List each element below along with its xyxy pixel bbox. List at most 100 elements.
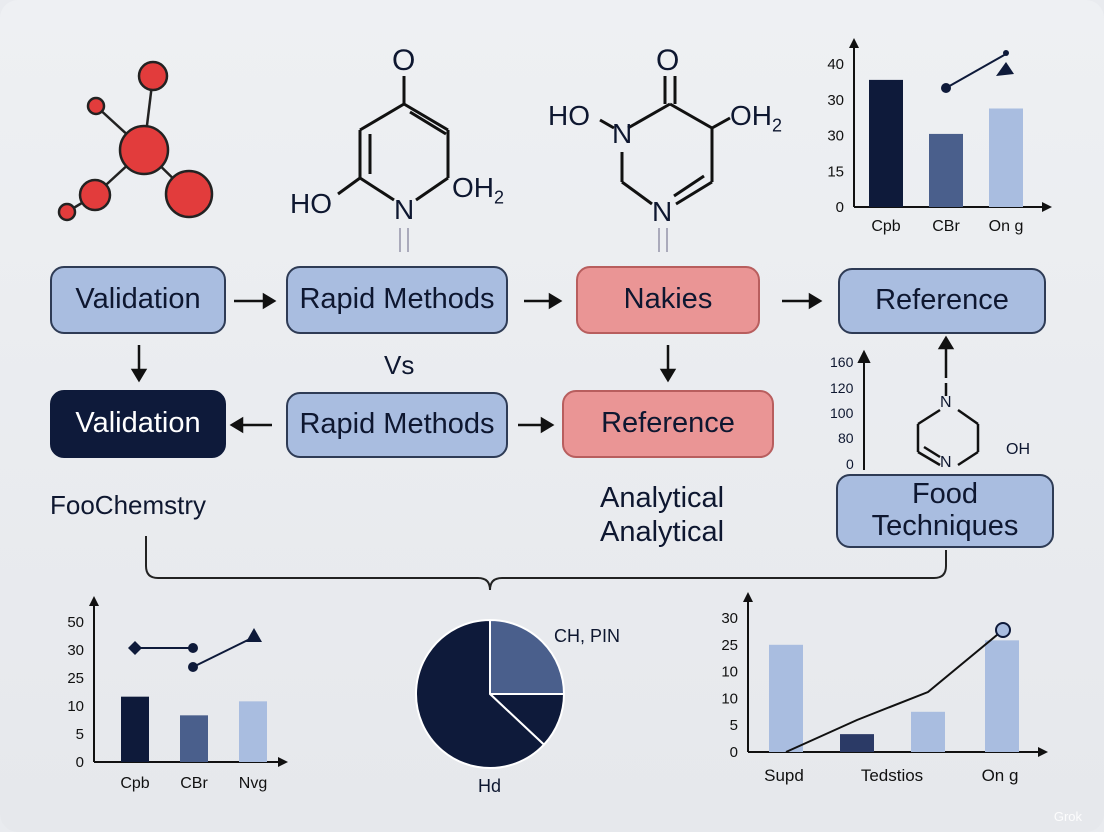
mini-axis-tick: 120	[830, 380, 854, 396]
atom-label: N	[612, 118, 633, 149]
foochemstry-label: FooChemstry	[50, 490, 207, 520]
x-tick-label: On g	[989, 218, 1024, 235]
molecule-ball-stick-icon	[57, 60, 214, 222]
x-tick-label: CBr	[180, 775, 208, 792]
atom-label: HO	[290, 188, 332, 219]
bar	[989, 108, 1023, 207]
y-tick-label: 0	[836, 199, 844, 216]
y-tick-label: 10	[721, 664, 738, 681]
y-tick-label: 5	[76, 726, 84, 743]
trend-marker	[246, 628, 262, 642]
trend-line	[945, 53, 1007, 89]
y-tick-label: 30	[721, 610, 738, 627]
atom-label: HO	[548, 100, 590, 131]
trend-marker	[996, 62, 1014, 76]
y-axis-arrow	[743, 592, 753, 602]
x-axis-arrow	[1042, 202, 1052, 212]
pie-slice	[415, 618, 546, 769]
y-tick-label: 50	[67, 614, 84, 631]
x-tick-label: Tedstios	[861, 766, 923, 785]
bar	[840, 734, 874, 752]
trend-line	[192, 636, 255, 668]
food-techniques-line: Techniques	[871, 510, 1019, 542]
bar	[869, 79, 903, 207]
y-tick-label: 15	[827, 163, 844, 180]
y-tick-label: 10	[721, 690, 738, 707]
trend-point	[941, 83, 951, 93]
trend-line	[785, 629, 1004, 753]
atom-label: N	[940, 394, 952, 411]
mini-axis-tick: 100	[830, 405, 854, 421]
y-axis-arrow	[849, 38, 859, 48]
y-tick-label: 25	[67, 670, 84, 687]
trend-point	[188, 643, 198, 653]
bar	[769, 644, 803, 752]
rapid-methods-node-2: Rapid Methods	[286, 392, 508, 458]
bar	[180, 715, 208, 762]
atom-label: OH2	[730, 100, 783, 136]
y-axis-arrow	[89, 596, 99, 606]
bar	[239, 701, 267, 762]
trend-point	[188, 662, 198, 672]
atom-label: OH2	[452, 172, 505, 208]
validation-node-dark: Validation	[50, 390, 226, 458]
vs-label: Vs	[384, 350, 415, 380]
watermark-label: Grok	[1053, 809, 1082, 824]
nakies-node: Nakies	[576, 266, 760, 334]
reference-node: Reference	[838, 268, 1046, 334]
y-tick-label: 30	[827, 128, 844, 145]
analytical-label: Analytical	[600, 516, 725, 548]
x-tick-label: On g	[982, 766, 1019, 785]
atom-label: OH	[1006, 441, 1030, 458]
bar	[911, 711, 945, 752]
mini-axis	[857, 349, 871, 470]
trend-point	[995, 622, 1011, 638]
pie-label-bottom: Hd	[478, 776, 502, 796]
x-axis-arrow	[1038, 747, 1048, 757]
reference-node-2: Reference	[562, 390, 774, 458]
bar	[121, 696, 149, 762]
y-tick-label: 25	[721, 637, 738, 654]
y-tick-label: 10	[67, 698, 84, 715]
x-tick-label: Cpb	[871, 218, 900, 235]
atom-label: O	[392, 44, 416, 77]
pie-slice	[489, 618, 566, 695]
trend-marker	[128, 641, 142, 655]
food-techniques-line: Food	[911, 478, 979, 511]
y-tick-label: 30	[827, 92, 844, 109]
mini-axis-tick: 160	[830, 354, 854, 370]
mini-axis-tick: 80	[838, 430, 854, 446]
pie-label-top: CH, PIN	[554, 626, 621, 646]
validation-node: Validation	[50, 266, 226, 334]
atom-label: N	[652, 196, 673, 227]
x-tick-label: Cpb	[120, 775, 149, 792]
analytical-label: Analytical	[600, 482, 725, 514]
mini-axis-tick: 0	[846, 456, 854, 472]
bracket-connector	[145, 536, 947, 591]
x-tick-label: Nvg	[239, 775, 267, 792]
bar	[929, 133, 963, 207]
atom-label: N	[940, 454, 952, 471]
x-tick-label: CBr	[932, 218, 960, 235]
bar	[985, 640, 1019, 752]
atom-label: O	[656, 44, 680, 77]
pyridinone-structure-icon	[337, 76, 450, 252]
y-tick-label: 30	[67, 642, 84, 659]
flow-arrows	[130, 292, 955, 434]
food-techniques-node: Food Techniques	[836, 474, 1054, 548]
trend-point	[1003, 50, 1009, 56]
atom-label: N	[394, 194, 415, 225]
x-axis-arrow	[278, 757, 288, 767]
x-tick-label: Supd	[764, 766, 804, 785]
y-tick-label: 40	[827, 56, 844, 73]
rapid-methods-node: Rapid Methods	[286, 266, 508, 334]
y-tick-label: 0	[76, 754, 84, 771]
pyrimidine-structure-icon	[599, 76, 731, 252]
piperazine-structure-icon	[916, 383, 980, 467]
y-tick-label: 5	[730, 717, 738, 734]
